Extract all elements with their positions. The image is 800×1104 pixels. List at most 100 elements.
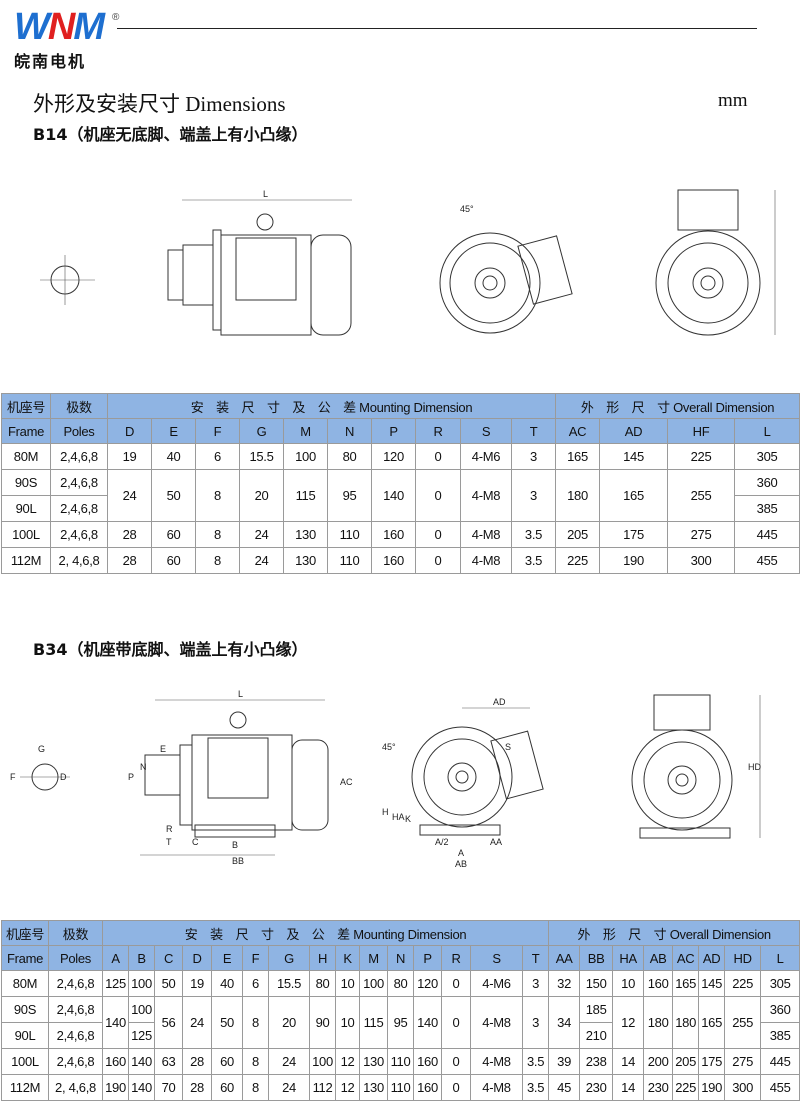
cell-b: 140 — [128, 1074, 155, 1101]
frame-header-cn: 机座号 — [1, 920, 49, 946]
cell-l: 385 — [760, 1022, 800, 1049]
cell-c: 56 — [154, 996, 183, 1049]
company-logo: WNM ® 皖南电机 — [14, 8, 119, 72]
frame-header-en: Frame — [1, 418, 51, 444]
cell-m: 130 — [283, 521, 328, 548]
svg-text:AB: AB — [455, 859, 467, 869]
cell-g: 24 — [239, 521, 284, 548]
cell-r: 0 — [441, 1048, 471, 1075]
column-header-s: S — [470, 945, 523, 971]
column-header-ad: AD — [698, 945, 726, 971]
cell-f: 6 — [242, 970, 269, 997]
column-header-hd: HD — [724, 945, 762, 971]
cell-m: 130 — [359, 1048, 388, 1075]
cell-r: 0 — [415, 521, 461, 548]
cell-c: 63 — [154, 1048, 183, 1075]
cell-poles: 2,4,6,8 — [48, 970, 103, 997]
cell-hf: 225 — [667, 443, 736, 470]
column-header-b: B — [128, 945, 155, 971]
column-header-m: M — [359, 945, 388, 971]
cell-frame: 100L — [1, 1048, 49, 1075]
cell-g: 24 — [268, 1048, 310, 1075]
column-header-ac: AC — [672, 945, 700, 971]
column-header-ad: AD — [599, 418, 669, 444]
svg-text:K: K — [405, 814, 411, 824]
svg-text:HA: HA — [392, 812, 405, 822]
cell-t: 3.5 — [521, 1048, 550, 1075]
svg-text:T: T — [166, 837, 172, 847]
cell-aa: 45 — [548, 1074, 581, 1101]
cell-g: 24 — [268, 1074, 310, 1101]
svg-text:B: B — [232, 840, 238, 850]
cell-ab: 200 — [643, 1048, 674, 1075]
cell-m: 115 — [359, 996, 388, 1049]
cell-hf: 275 — [667, 521, 736, 548]
cell-n: 110 — [327, 521, 372, 548]
poles-header-en: Poles — [48, 945, 103, 971]
cell-ac: 180 — [555, 469, 601, 522]
cell-d: 28 — [182, 1074, 212, 1101]
cell-ac: 205 — [672, 1048, 700, 1075]
cell-p: 120 — [413, 970, 442, 997]
cell-e: 50 — [151, 469, 196, 522]
cell-frame: 80M — [1, 443, 51, 470]
front-view-2 — [655, 189, 776, 336]
cell-n: 80 — [387, 970, 414, 997]
column-header-aa: AA — [548, 945, 581, 971]
cell-f: 8 — [242, 1074, 269, 1101]
cell-poles: 2,4,6,8 — [48, 1022, 103, 1049]
cell-frame: 100L — [1, 521, 51, 548]
column-header-g: G — [268, 945, 310, 971]
cell-n: 80 — [327, 443, 372, 470]
column-header-e: E — [211, 945, 243, 971]
column-header-s: S — [460, 418, 512, 444]
frame-header-en: Frame — [1, 945, 49, 971]
cell-p: 120 — [371, 443, 416, 470]
cell-n: 110 — [387, 1074, 414, 1101]
cell-ac: 165 — [672, 970, 700, 997]
b34-heading: B34（机座带底脚、端盖上有小凸缘） — [33, 640, 308, 659]
cell-ad: 190 — [599, 547, 669, 574]
cell-f: 6 — [195, 443, 240, 470]
cell-poles: 2,4,6,8 — [50, 521, 108, 548]
cell-a: 190 — [102, 1074, 129, 1101]
cell-f: 8 — [242, 1048, 269, 1075]
cell-p: 160 — [371, 521, 416, 548]
svg-text:S: S — [505, 742, 511, 752]
column-header-g: G — [239, 418, 284, 444]
column-header-h: H — [309, 945, 336, 971]
overall-dimension-header: 外 形 尺 寸 Overall Dimension — [555, 393, 800, 419]
column-header-r: R — [441, 945, 471, 971]
shaft-section: G D F — [10, 744, 70, 791]
cell-ab: 230 — [643, 1074, 674, 1101]
column-header-n: N — [387, 945, 414, 971]
cell-ad: 145 — [698, 970, 726, 997]
svg-text:C: C — [192, 837, 199, 847]
svg-text:BB: BB — [232, 856, 244, 866]
cell-l: 360 — [734, 469, 800, 496]
frame-header-cn: 机座号 — [1, 393, 51, 419]
cell-l: 385 — [734, 495, 800, 522]
cell-m: 100 — [283, 443, 328, 470]
column-header-f: F — [195, 418, 240, 444]
side-view: L AC P N E R T C B BB — [128, 689, 353, 866]
cell-g: 15.5 — [239, 443, 284, 470]
cell-l: 305 — [760, 970, 800, 997]
cell-t: 3 — [521, 996, 550, 1049]
cell-m: 130 — [359, 1074, 388, 1101]
cell-h: 100 — [309, 1048, 336, 1075]
cell-ad: 165 — [599, 469, 669, 522]
cell-m: 100 — [359, 970, 388, 997]
front-view-1: AD 45° S H HA K A/2 A AB AA — [382, 697, 544, 869]
cell-ad: 145 — [599, 443, 669, 470]
cell-p: 160 — [413, 1048, 442, 1075]
cell-ab: 180 — [643, 996, 674, 1049]
cell-m: 115 — [283, 469, 328, 522]
mounting-dimension-header: 安 装 尺 寸 及 公 差 Mounting Dimension — [106, 393, 557, 419]
cell-hd: 225 — [724, 970, 762, 997]
cell-a: 125 — [102, 970, 129, 997]
cell-aa: 34 — [548, 996, 581, 1049]
